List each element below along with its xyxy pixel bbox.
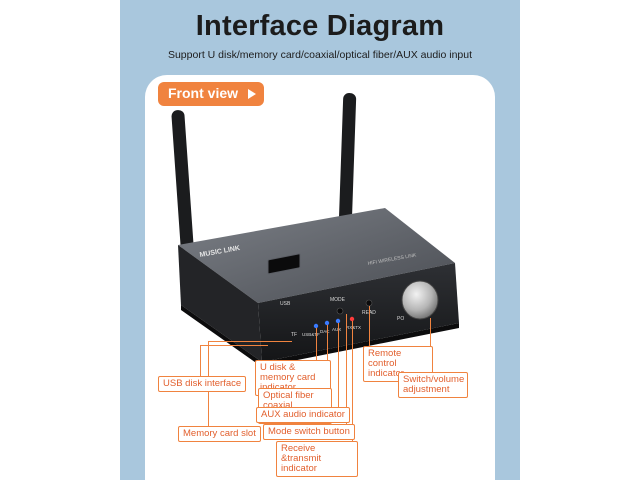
mode-label: MODE: [330, 297, 346, 303]
leader-optical: [327, 325, 328, 391]
tf-label: TF: [291, 332, 297, 338]
led-dac: [324, 320, 330, 326]
device-left-side: [178, 245, 262, 362]
callout-memory-card-slot: Memory card slot: [178, 426, 261, 442]
leader-usb-h: [200, 345, 268, 346]
led-rx-tx: [349, 316, 355, 322]
indicator-label-dac: DAC: [320, 329, 330, 334]
page-title: Interface Diagram: [195, 10, 445, 42]
page-subtitle: Support U disk/memory card/coaxial/optic…: [167, 49, 473, 61]
leader-rxtx: [352, 321, 353, 442]
volume-knob: [401, 280, 439, 320]
leader-udisk: [316, 328, 317, 362]
leader-volume: [430, 318, 431, 372]
antenna-left: [171, 110, 194, 250]
leader-mode: [346, 314, 347, 426]
leader-tf-h: [208, 341, 292, 342]
front-view-tab: Front view: [158, 82, 264, 106]
indicator-label-aux: AUX: [332, 327, 341, 332]
callout-switch-volume: Switch/volume adjustment: [398, 372, 468, 398]
callout-receive-transmit: Receive &transmit indicator: [276, 441, 358, 477]
front-view-label: Front view: [168, 85, 239, 101]
leader-usb-v: [200, 345, 201, 377]
led-usb-tf: [313, 323, 319, 329]
led-aux: [335, 318, 341, 324]
mode-button: [336, 307, 344, 315]
usb-port: [267, 253, 301, 275]
power-label: PO: [397, 316, 404, 322]
device-top: [178, 208, 455, 303]
callout-aux-indicator: AUX audio indicator: [256, 407, 350, 423]
leader-remote: [369, 306, 370, 346]
usb-label: USB: [280, 301, 291, 307]
callout-usb-disk-interface: USB disk interface: [158, 376, 247, 392]
antenna-right: [338, 93, 357, 233]
leader-aux: [338, 323, 339, 410]
play-arrow-icon: [248, 89, 256, 99]
callout-mode-switch: Mode switch button: [263, 424, 355, 440]
indicator-label-usb-tf: USB&TF: [302, 332, 320, 337]
indicator-label-rx-tx: RX&TX: [346, 325, 361, 330]
